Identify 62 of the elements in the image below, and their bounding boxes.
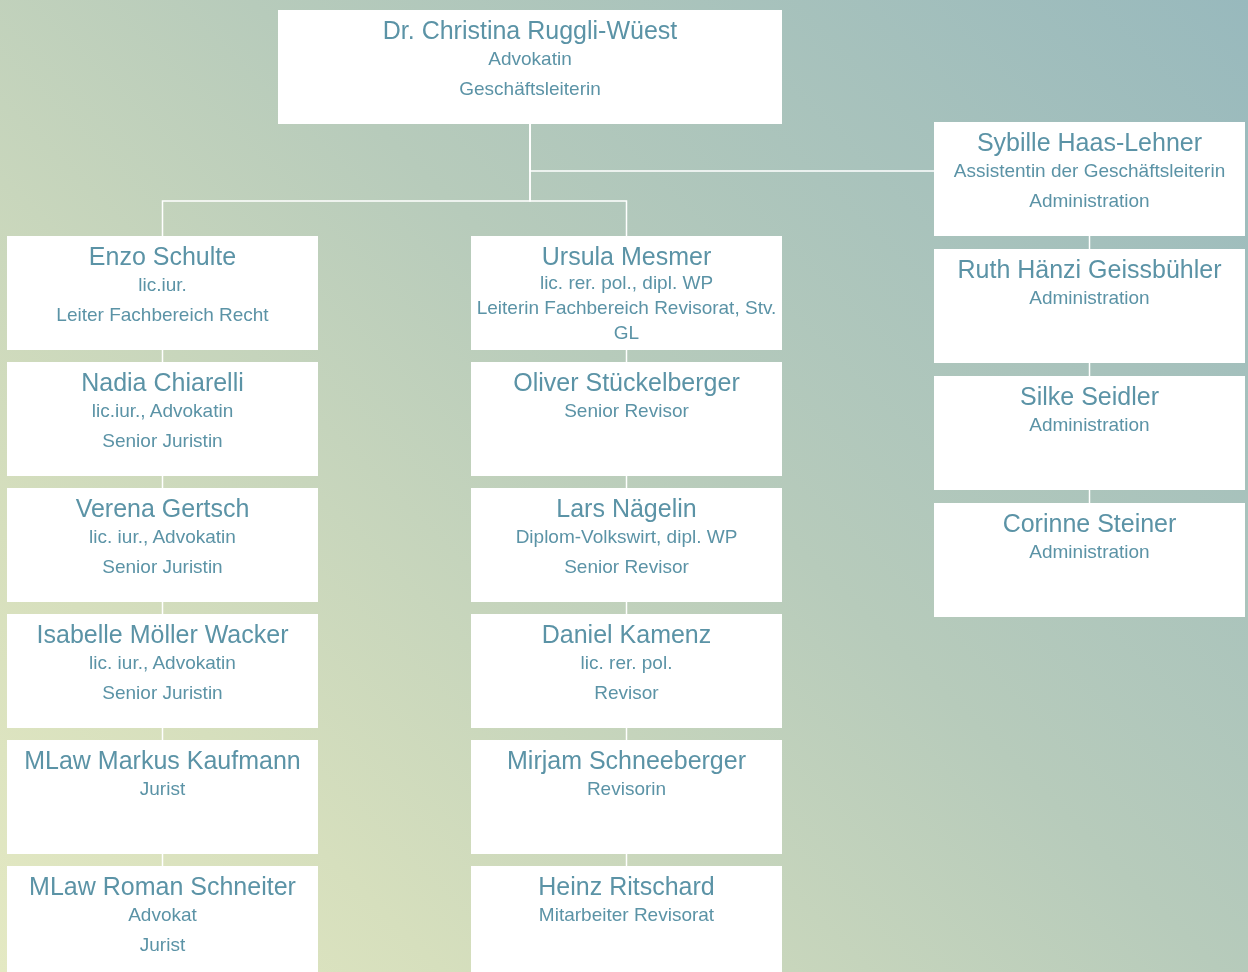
role-text: Jurist: [139, 933, 186, 957]
person-name: Dr. Christina Ruggli-Wüest: [382, 16, 678, 44]
person-box: [7, 614, 318, 728]
role-text: Senior Juristin: [102, 429, 223, 453]
role-text: Senior Revisor: [564, 399, 689, 423]
role-text: Jurist: [139, 777, 186, 801]
person-name: MLaw Markus Kaufmann: [24, 746, 301, 774]
person-box: [7, 740, 318, 854]
person-box: [7, 866, 318, 972]
person-box: [471, 362, 782, 476]
person-box: [471, 614, 782, 728]
role-text: Senior Revisor: [564, 555, 689, 579]
person-name: Lars Nägelin: [556, 494, 697, 522]
person-box: [934, 249, 1245, 363]
role-text: lic. rer. pol., dipl. WP: [539, 271, 714, 295]
role-text: lic. iur., Advokatin: [89, 651, 236, 675]
person-name: Isabelle Möller Wacker: [36, 620, 289, 648]
person-box: [278, 10, 782, 124]
person-box: [7, 362, 318, 476]
person-name: Nadia Chiarelli: [81, 368, 244, 396]
person-box: [7, 488, 318, 602]
person-name: Oliver Stückelberger: [513, 368, 740, 396]
person-box: [471, 488, 782, 602]
person-name: Enzo Schulte: [88, 242, 237, 270]
role-text: lic.iur., Advokatin: [91, 399, 234, 423]
person-name: MLaw Roman Schneiter: [29, 872, 296, 900]
person-box: [934, 122, 1245, 236]
connector-line: [529, 123, 628, 237]
role-text: lic. rer. pol.: [580, 651, 673, 675]
person-name: Ursula Mesmer: [541, 242, 712, 270]
person-name: Heinz Ritschard: [538, 872, 715, 900]
role-text: Administration: [1029, 413, 1150, 437]
role-text: Revisor: [594, 681, 659, 705]
person-name: Silke Seidler: [1020, 382, 1159, 410]
person-name: Sybille Haas-Lehner: [976, 128, 1203, 156]
role-text: Advokatin: [488, 47, 572, 71]
person-box: [934, 376, 1245, 490]
person-name: Ruth Hänzi Geissbühler: [957, 255, 1222, 283]
role-text: Administration: [1029, 286, 1150, 310]
role-text: Diplom-Volkswirt, dipl. WP: [515, 525, 738, 549]
role-text: lic. iur., Advokatin: [89, 525, 236, 549]
role-text: Assistentin der Geschäftsleiterin: [953, 159, 1226, 183]
person-box: [471, 866, 782, 972]
role-text: Leiterin Fachbereich Revisorat, Stv. GL: [475, 296, 778, 345]
person-box: [471, 236, 782, 350]
role-text: Mitarbeiter Revisorat: [538, 903, 715, 927]
person-box: [7, 236, 318, 350]
role-text: Advokat: [128, 903, 197, 927]
role-text: Leiter Fachbereich Recht: [56, 303, 269, 327]
role-text: Senior Juristin: [102, 681, 223, 705]
person-box: [934, 503, 1245, 617]
role-text: Administration: [1029, 189, 1150, 213]
person-name: Corinne Steiner: [1002, 509, 1177, 537]
role-text: Revisorin: [586, 777, 667, 801]
role-text: Geschäftsleiterin: [459, 77, 601, 101]
person-name: Verena Gertsch: [75, 494, 250, 522]
role-text: lic.iur.: [138, 273, 187, 297]
person-box: [471, 740, 782, 854]
person-name: Daniel Kamenz: [541, 620, 712, 648]
role-text: Administration: [1029, 540, 1150, 564]
person-name: Mirjam Schneeberger: [507, 746, 746, 774]
role-text: Senior Juristin: [102, 555, 223, 579]
